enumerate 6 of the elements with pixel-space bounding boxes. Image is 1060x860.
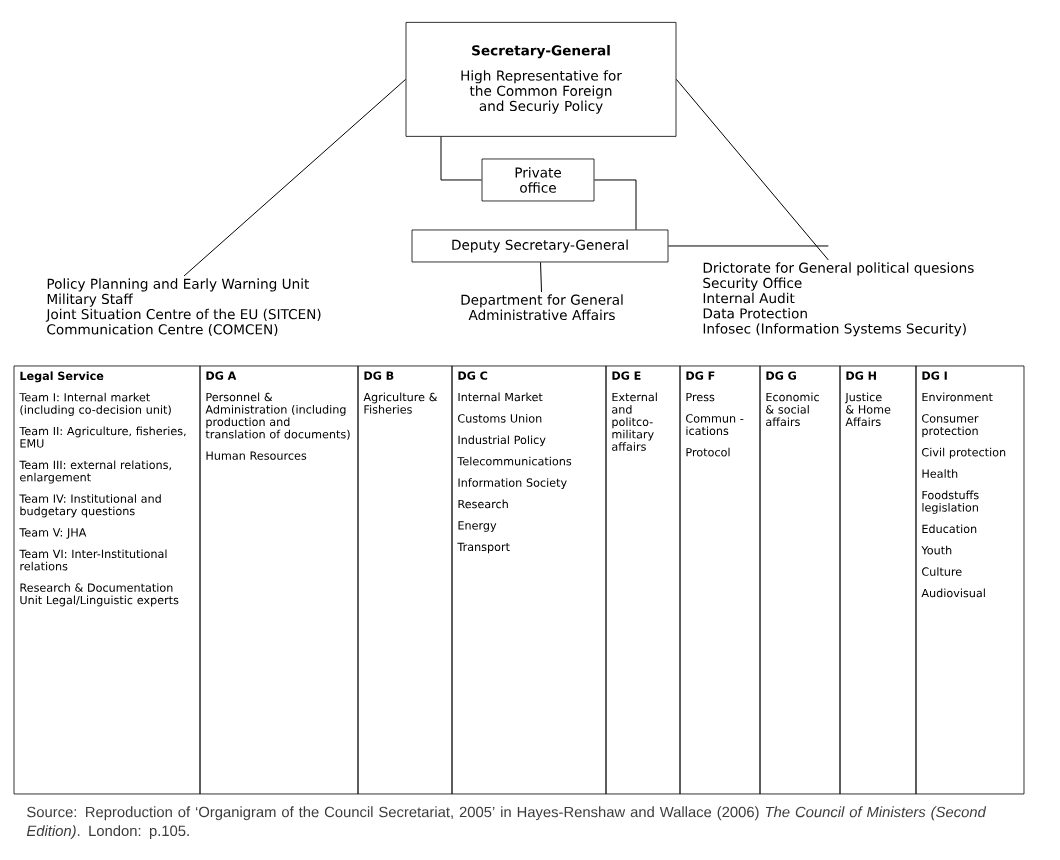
connector-line <box>540 261 542 293</box>
connector-line <box>667 245 829 247</box>
connector-line <box>593 179 637 231</box>
connector-line <box>675 78 829 261</box>
connector-line <box>183 78 407 277</box>
connector-line <box>440 136 483 181</box>
